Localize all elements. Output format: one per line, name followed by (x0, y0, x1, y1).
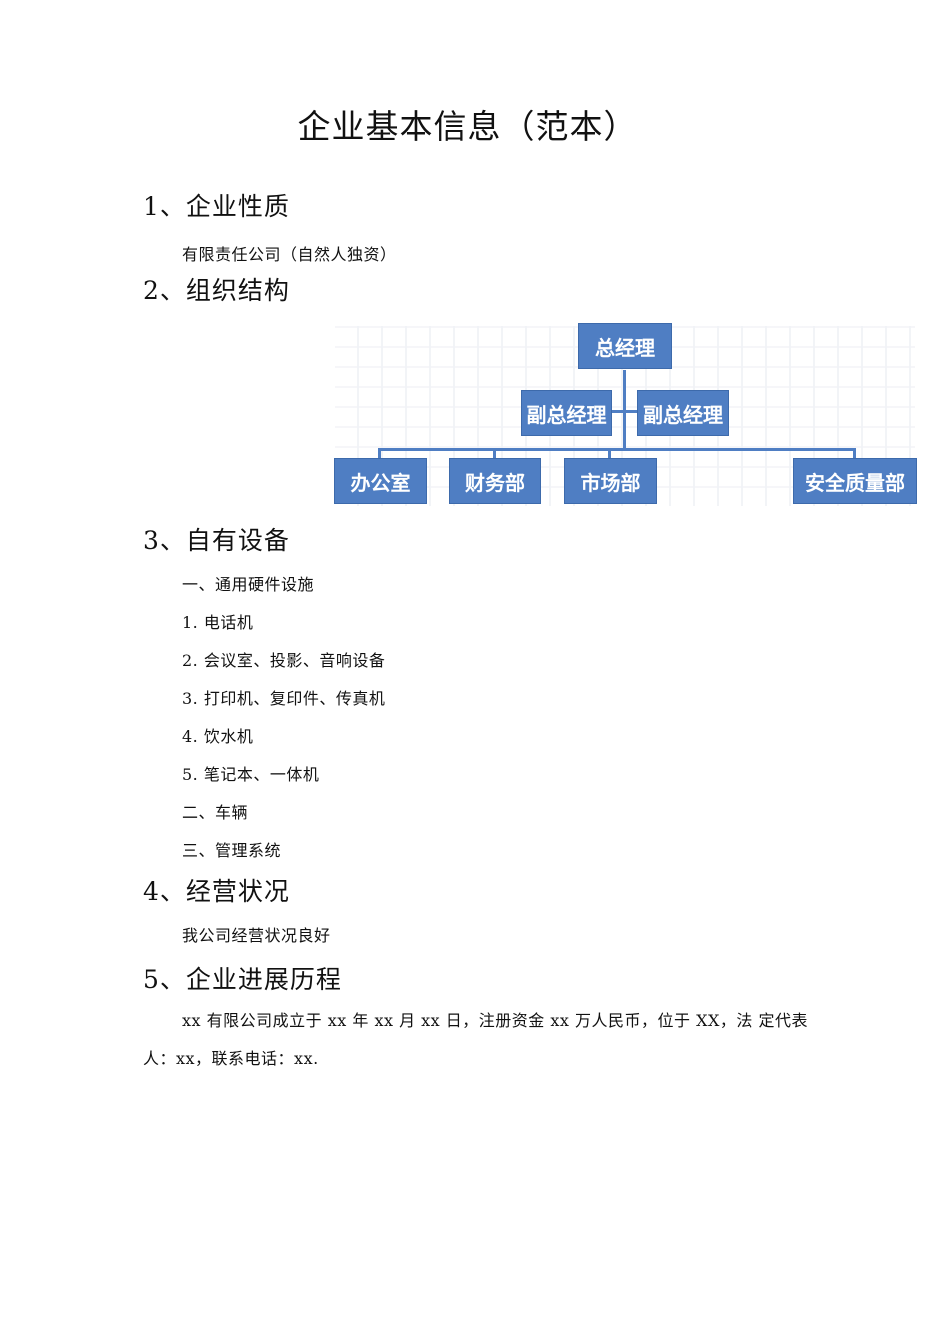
page-title: 企业基本信息（范本） (297, 107, 638, 146)
equipment-item: 4. 饮水机 (182, 727, 254, 746)
org-node-deputy-manager-right: 副总经理 (637, 390, 729, 436)
section-heading-operation: 4、经营状况 (143, 877, 290, 906)
equipment-item: 三、管理系统 (182, 841, 282, 860)
org-node-office: 办公室 (334, 458, 427, 504)
org-connector-safety (853, 448, 856, 458)
equipment-item: 5. 笔记本、一体机 (182, 765, 320, 784)
equipment-item: 2. 会议室、投影、音响设备 (182, 651, 386, 670)
equipment-item: 1. 电话机 (182, 613, 254, 632)
org-connector-vertical-top (623, 370, 626, 448)
section-heading-equipment: 3、自有设备 (143, 526, 290, 555)
history-paragraph-line-2: 人：xx，联系电话：xx. (143, 1049, 319, 1068)
history-paragraph-line-1: xx 有限公司成立于 xx 年 xx 月 xx 日，注册资金 xx 万人民币，位… (182, 1011, 808, 1030)
section-heading-nature: 1、企业性质 (143, 192, 290, 221)
equipment-item: 3. 打印机、复印件、传真机 (182, 689, 386, 708)
equipment-item: 一、通用硬件设施 (182, 575, 315, 594)
section-heading-history: 5、企业进展历程 (143, 965, 342, 994)
org-node-finance: 财务部 (449, 458, 541, 504)
equipment-item: 二、车辆 (182, 803, 249, 822)
org-node-general-manager: 总经理 (578, 323, 672, 369)
org-connector-marketing (608, 448, 611, 458)
company-nature-text: 有限责任公司（自然人独资） (182, 245, 397, 264)
section-heading-structure: 2、组织结构 (143, 276, 290, 305)
org-node-deputy-manager-left: 副总经理 (521, 390, 612, 436)
org-connector-finance (493, 448, 496, 458)
org-node-safety-quality: 安全质量部 (793, 458, 917, 504)
org-node-marketing: 市场部 (564, 458, 657, 504)
org-connector-office (378, 448, 381, 458)
org-connector-horizontal (378, 448, 856, 451)
org-connector-deputies (610, 410, 638, 413)
operation-status-text: 我公司经营状况良好 (182, 926, 331, 945)
org-chart: 总经理 副总经理 副总经理 办公室 财务部 市场部 安全质量部 (330, 318, 920, 510)
